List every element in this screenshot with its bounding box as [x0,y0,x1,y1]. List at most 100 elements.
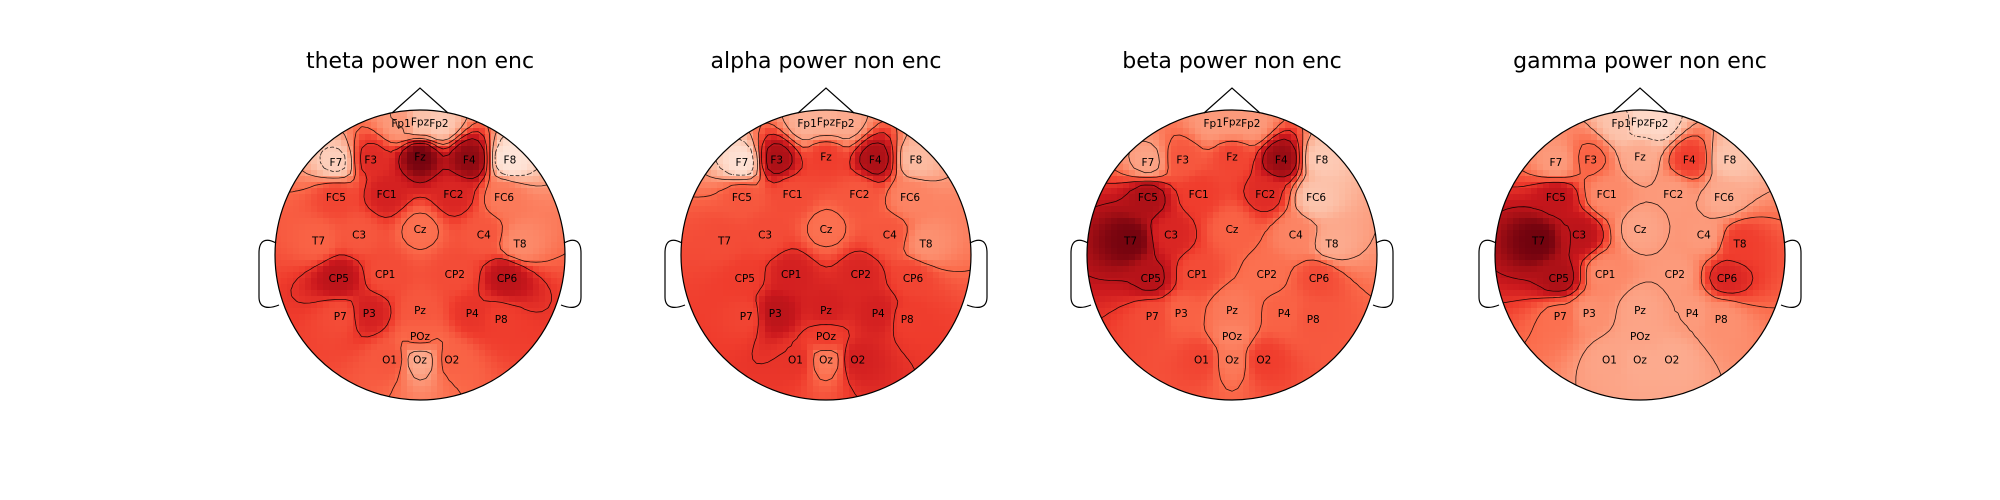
head-outline [1494,109,1786,401]
channel-label-p7: P7 [740,311,753,323]
right-ear-outline [1780,239,1802,308]
channel-label-cp2: CP2 [1257,269,1277,281]
channel-label-fc1: FC1 [377,189,397,201]
channel-label-fc6: FC6 [900,192,920,204]
channel-label-fc5: FC5 [1546,192,1566,204]
panel-title: gamma power non enc [1513,49,1767,74]
channel-label-t7: T7 [1531,236,1545,248]
channel-label-o2: O2 [850,354,865,366]
channel-label-fpz: Fpz [411,117,430,129]
channel-label-poz: POz [1630,331,1651,343]
channel-label-f4: F4 [1275,154,1288,166]
channel-label-fc1: FC1 [1597,189,1617,201]
channel-label-poz: POz [816,331,837,343]
channel-label-c3: C3 [1572,230,1586,242]
channel-label-cp6: CP6 [1717,273,1738,285]
channel-label-fp1: Fp1 [1612,118,1631,130]
channel-label-fc1: FC1 [1189,189,1209,201]
channel-label-c4: C4 [883,230,897,242]
channel-label-cz: Cz [1226,224,1239,236]
channel-label-o2: O2 [444,354,459,366]
channel-label-cp1: CP1 [375,269,395,281]
channel-label-cp1: CP1 [1595,269,1615,281]
channel-label-cp2: CP2 [445,269,465,281]
channel-label-t8: T8 [512,238,526,250]
panel-title: alpha power non enc [711,49,942,74]
channel-label-cp5: CP5 [1141,273,1161,285]
channel-label-o1: O1 [1194,354,1209,366]
channel-label-t8: T8 [1324,238,1338,250]
channel-label-p3: P3 [363,308,376,320]
channel-label-cp6: CP6 [1309,273,1330,285]
channel-label-o1: O1 [788,354,803,366]
channel-label-p4: P4 [466,308,479,320]
channel-label-fc2: FC2 [1663,189,1683,201]
panel-title: beta power non enc [1122,49,1342,74]
channel-label-cp2: CP2 [1665,269,1685,281]
left-ear-outline [1070,239,1092,308]
nose-outline [391,87,449,114]
channel-label-cz: Cz [820,224,833,236]
heatmap-field [681,110,971,400]
channel-label-cz: Cz [414,224,427,236]
channel-label-f7: F7 [736,157,749,169]
channel-label-p3: P3 [769,308,782,320]
channel-label-p3: P3 [1583,308,1596,320]
channel-label-fc2: FC2 [443,189,463,201]
channel-label-c4: C4 [1289,230,1303,242]
left-ear-outline [1478,239,1500,308]
channel-label-poz: POz [1222,331,1243,343]
channel-label-f7: F7 [1142,157,1155,169]
right-ear-outline [966,239,988,308]
channel-label-f4: F4 [1683,154,1696,166]
channel-label-fp2: Fp2 [1649,118,1668,130]
contour-level [751,132,919,400]
channel-label-pz: Pz [1226,305,1238,317]
channel-label-f3: F3 [1176,154,1189,166]
channel-label-cp5: CP5 [329,273,349,285]
channel-label-fc6: FC6 [1306,192,1326,204]
channel-label-t7: T7 [311,236,325,248]
channel-label-t8: T8 [918,238,932,250]
channel-label-fc2: FC2 [1255,189,1275,201]
channel-label-t7: T7 [717,236,731,248]
channel-label-p8: P8 [901,314,914,326]
channel-label-fp2: Fp2 [835,118,854,130]
left-ear-outline [664,239,686,308]
channel-label-fz: Fz [1634,151,1646,163]
channel-label-f8: F8 [1724,154,1737,166]
channel-label-fp1: Fp1 [797,118,816,130]
channel-label-fc5: FC5 [732,192,752,204]
left-ear-outline [258,239,280,308]
channel-label-f7: F7 [1550,157,1563,169]
channel-label-pz: Pz [414,305,426,317]
right-ear-outline [560,239,582,308]
channel-label-fc2: FC2 [849,189,869,201]
channel-label-fz: Fz [820,151,832,163]
channel-label-fp2: Fp2 [1241,118,1260,130]
channel-label-p7: P7 [1554,311,1567,323]
channel-label-f8: F8 [910,154,923,166]
channel-label-p8: P8 [1307,314,1320,326]
channel-label-f8: F8 [504,154,517,166]
channel-label-fp1: Fp1 [391,118,410,130]
right-ear-outline [1372,239,1394,308]
channel-label-fp2: Fp2 [429,118,448,130]
nose-outline [1611,87,1669,114]
nose-outline [797,87,855,114]
channel-label-fp1: Fp1 [1204,118,1223,130]
channel-label-fc1: FC1 [783,189,803,201]
contour-level [766,142,889,175]
channel-label-o1: O1 [1602,354,1617,366]
head-outline [680,109,972,401]
channel-label-f3: F3 [1584,154,1597,166]
contour-level [1087,130,1300,327]
contour-level [290,131,552,338]
head-outline [274,109,566,401]
channel-label-p8: P8 [495,314,508,326]
channel-label-p7: P7 [334,311,347,323]
channel-label-f8: F8 [1316,154,1329,166]
channel-label-f3: F3 [364,154,377,166]
